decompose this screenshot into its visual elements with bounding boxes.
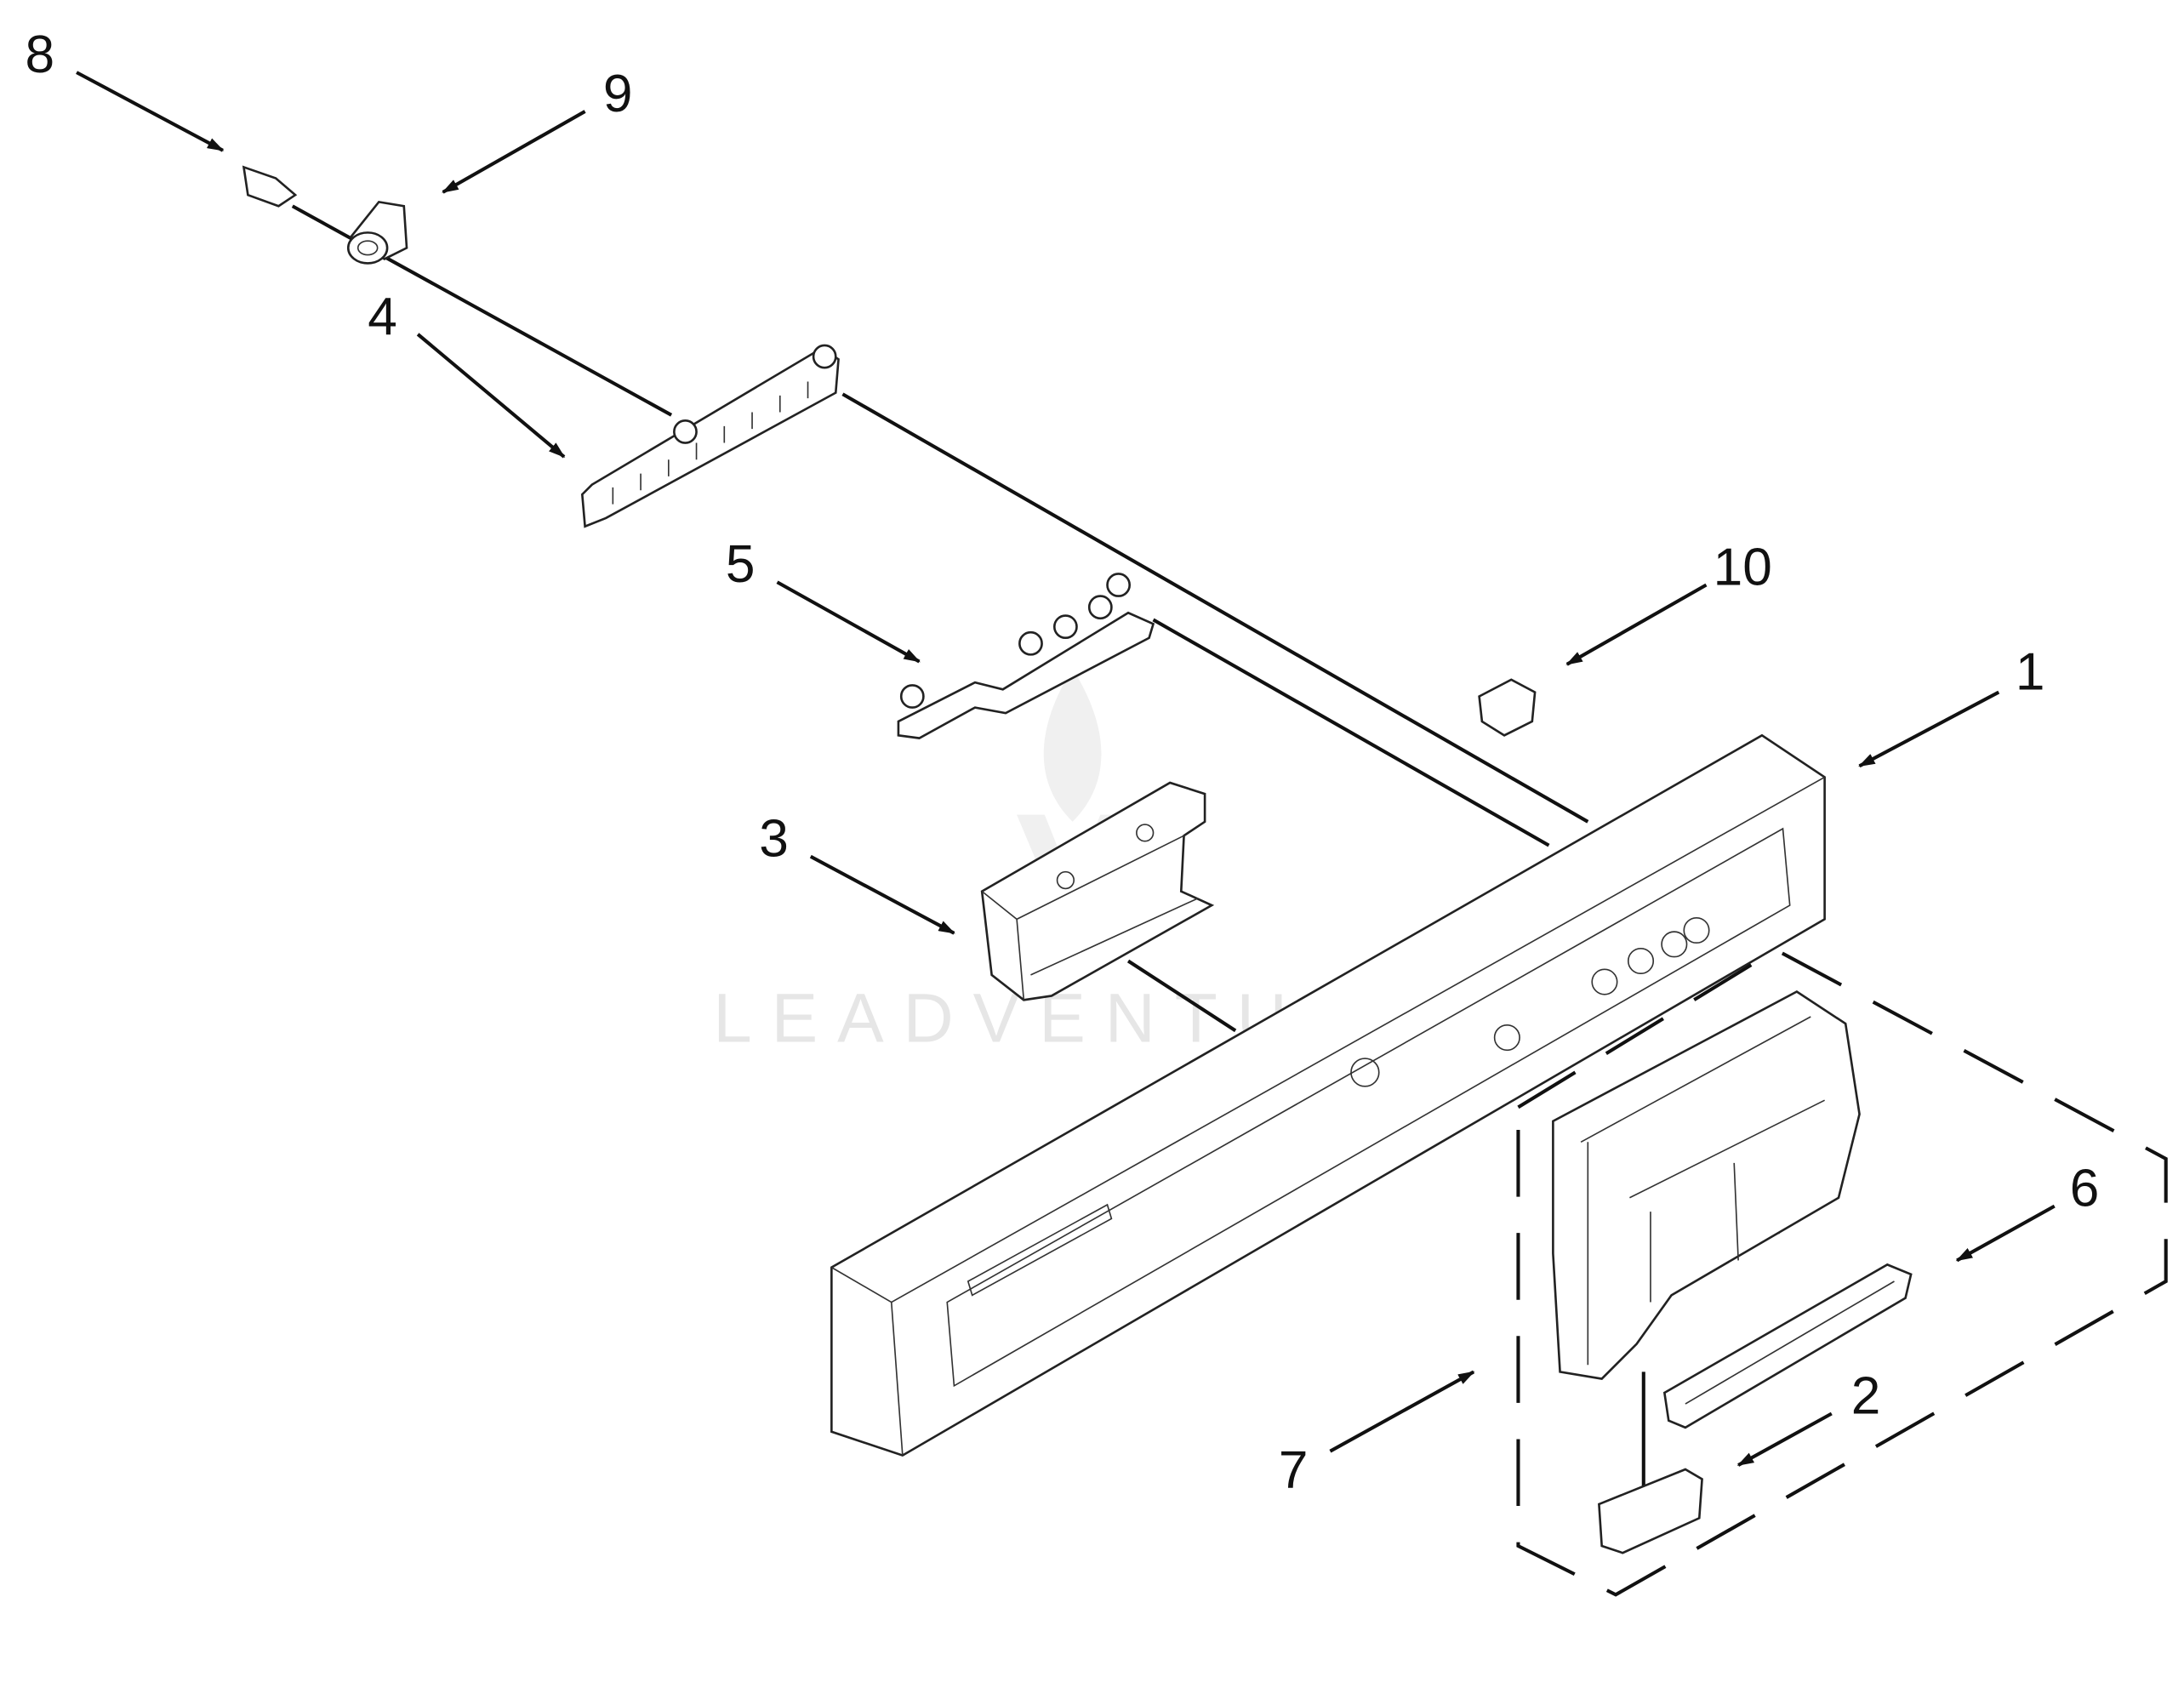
part-3-housing: [980, 781, 1215, 1001]
callout-3: 3: [759, 810, 789, 869]
callout-9: 9: [603, 65, 633, 123]
part-6-bracket: [1662, 1263, 1913, 1429]
assembly-boundary: [1516, 948, 2168, 1597]
part-7-control-module: [1552, 989, 1861, 1380]
part-10-clip: [1478, 678, 1537, 737]
callout-10: 10: [1714, 539, 1772, 597]
part-2-connector: [1598, 1468, 1703, 1554]
callout-arrows: [76, 71, 2056, 1467]
part-9-bracket: [346, 200, 408, 265]
part-5-switch-strip: [897, 573, 1155, 739]
callout-2: 2: [1851, 1367, 1881, 1426]
callout-6: 6: [2070, 1160, 2100, 1218]
callout-8: 8: [25, 26, 54, 84]
callout-4: 4: [368, 288, 397, 346]
callout-7: 7: [1279, 1440, 1309, 1499]
part-4-bracket-strip: [580, 344, 840, 528]
part-8-screw: [242, 165, 298, 208]
callout-1: 1: [2016, 642, 2045, 701]
part-1-console-panel: [830, 733, 1826, 1457]
callout-5: 5: [726, 535, 756, 594]
